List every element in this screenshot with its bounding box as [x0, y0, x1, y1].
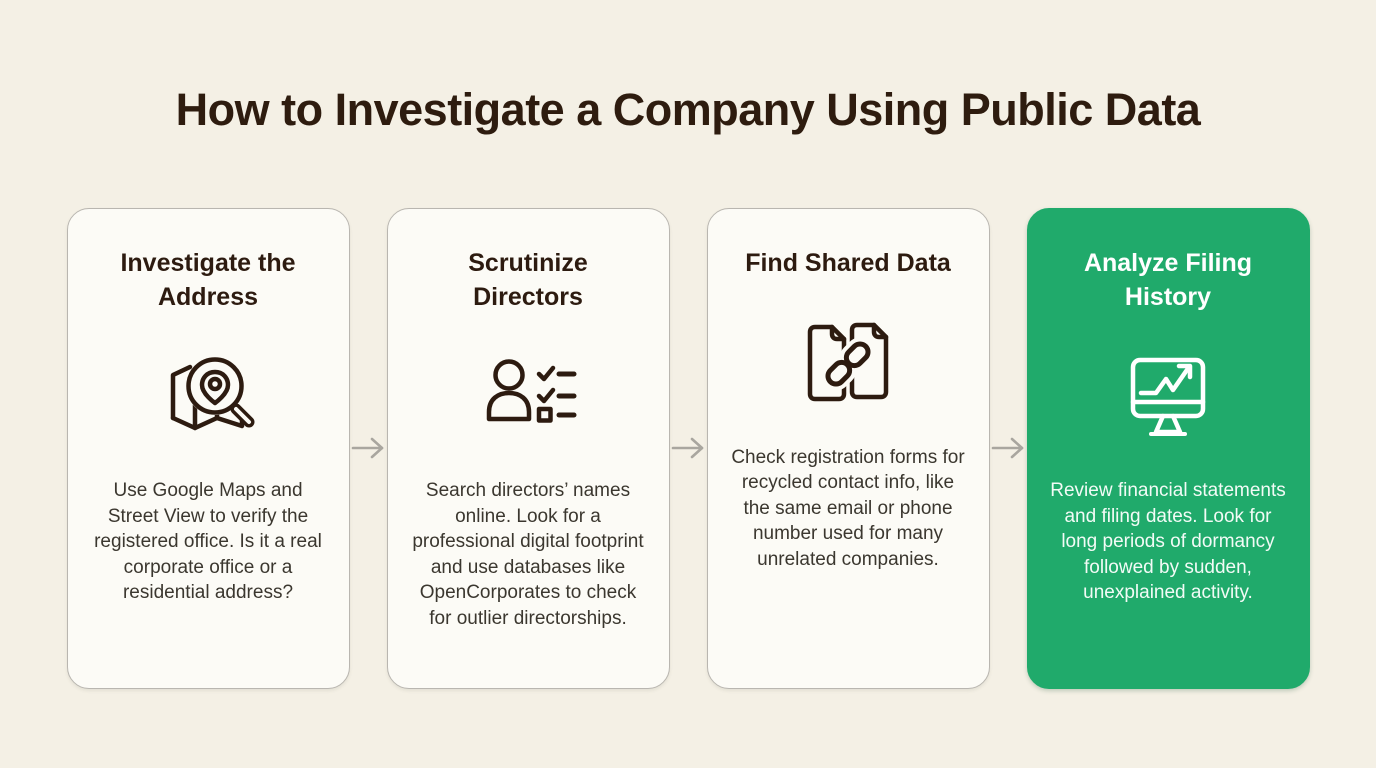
step-title: Scrutinize Directors	[468, 248, 588, 311]
step-card-scrutinize-directors: Scrutinize Directors Search directors’ n…	[386, 207, 670, 689]
step-card-investigate-address: Investigate the Address Use Google Maps …	[66, 207, 350, 689]
page-title: How to Investigate a Company Using Publi…	[175, 84, 1201, 135]
steps-row: Investigate the Address Use Google Maps …	[0, 207, 1376, 689]
step-description: Check registration forms for recycled co…	[731, 446, 965, 570]
arrow-right-icon	[670, 436, 707, 460]
step-title: Find Shared Data	[745, 248, 951, 277]
monitor-trend-chart-icon	[1115, 344, 1221, 448]
step-description: Search directors’ names online. Look for…	[412, 480, 644, 629]
linked-documents-icon	[795, 311, 901, 415]
arrow-right-icon	[350, 436, 387, 460]
arrow-right-icon	[990, 436, 1027, 460]
step-card-find-shared-data: Find Shared Data Check registration form…	[706, 207, 990, 689]
step-title: Analyze Filing History	[1083, 248, 1253, 311]
person-checklist-icon	[475, 344, 581, 448]
step-card-analyze-filing-history: Analyze Filing History Review financial …	[1026, 207, 1310, 689]
step-description: Review financial statements and filing d…	[1050, 480, 1286, 604]
step-description: Use Google Maps and Street View to verif…	[94, 480, 322, 604]
step-title: Investigate the Address	[120, 248, 296, 311]
map-location-magnifier-icon	[155, 344, 261, 448]
